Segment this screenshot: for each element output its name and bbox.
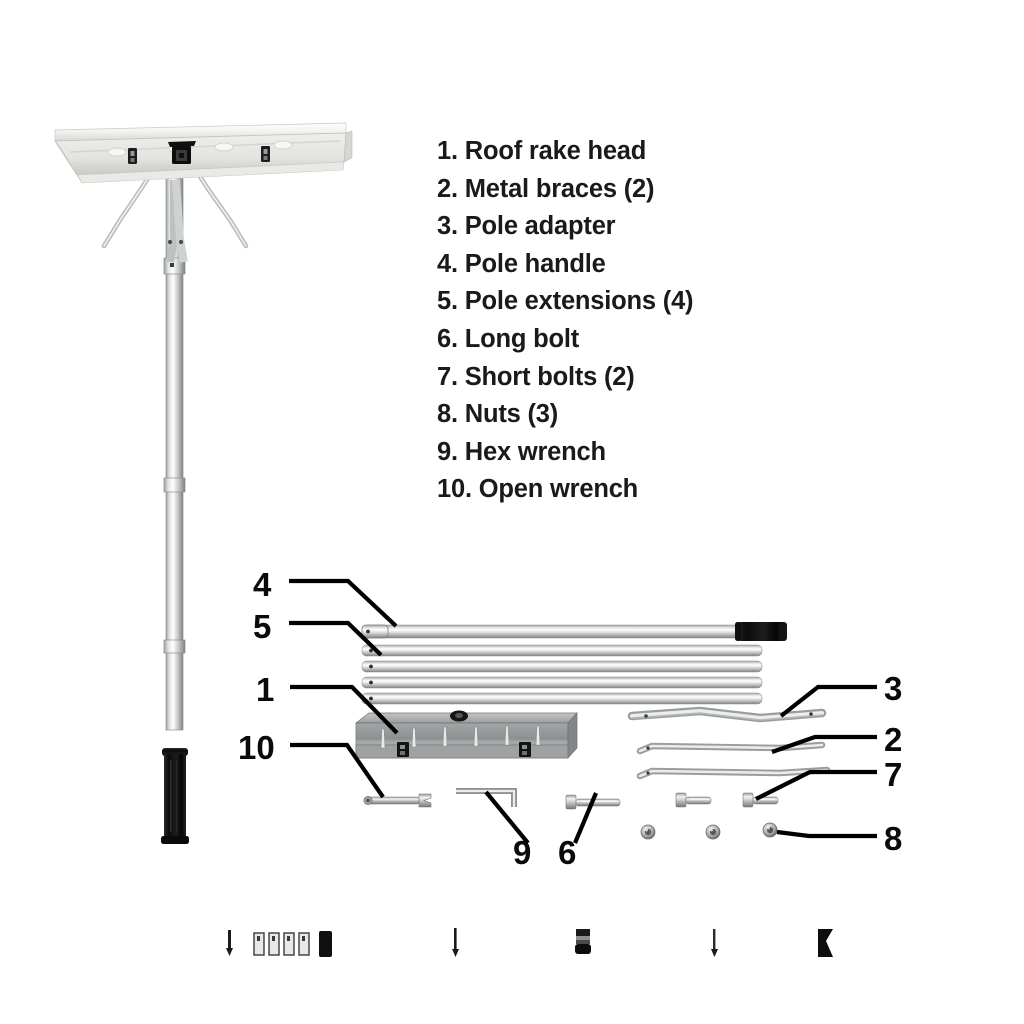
legend-item-5: 5. Pole extensions (4) — [437, 287, 694, 316]
callout-number-10: 10 — [238, 729, 275, 766]
callout-number-7: 7 — [884, 756, 903, 793]
callout-number-4: 4 — [253, 566, 272, 603]
part-short-bolts — [675, 792, 779, 808]
legend-item-8: 8. Nuts (3) — [437, 400, 559, 429]
assembly-metal-braces — [101, 172, 249, 263]
leader-line-1 — [290, 684, 399, 735]
legend-item-3: 3. Pole adapter — [437, 212, 616, 241]
legend-item-2: 2. Metal braces (2) — [437, 174, 655, 203]
callout-number-6: 6 — [558, 834, 577, 871]
rake-head-slots — [380, 725, 541, 749]
leader-line-4 — [289, 578, 398, 628]
part-rake-head — [354, 710, 578, 759]
callout-number-3: 3 — [884, 670, 903, 707]
callout-number-8: 8 — [884, 820, 903, 857]
callout-number-2: 2 — [884, 721, 903, 758]
thumb-grip — [818, 929, 833, 957]
assembly-rake-head — [54, 122, 353, 184]
pole-extension-4 — [361, 692, 763, 705]
callout-number-9: 9 — [513, 834, 532, 871]
pole-extension-2 — [361, 660, 763, 673]
pole-handle-grip — [735, 622, 787, 641]
metal-brace-1 — [636, 741, 826, 755]
thumb-pole — [452, 928, 459, 957]
thumb-grip-block — [319, 931, 332, 957]
leader-line-6 — [573, 792, 598, 844]
assembly-head-tabs — [107, 140, 293, 157]
leader-line-3 — [779, 684, 877, 718]
legend-item-4: 4. Pole handle — [437, 249, 606, 278]
pole-extension-3 — [361, 676, 763, 689]
leader-line-7 — [755, 769, 877, 801]
part-pole-handle — [361, 622, 787, 641]
legend-item-1: 1. Roof rake head — [437, 137, 647, 165]
part-pole-adapter — [627, 706, 827, 723]
assembly-head-fittings — [128, 146, 270, 164]
leader-line-10 — [290, 742, 385, 799]
part-pole-extensions — [361, 644, 763, 705]
part-nuts — [640, 822, 778, 840]
thumb-bolt-pin — [226, 930, 233, 956]
thumbnail-strip — [226, 928, 833, 957]
leader-line-8 — [776, 829, 877, 839]
leader-line-2 — [771, 734, 877, 754]
legend-item-6: 6. Long bolt — [437, 324, 580, 353]
leader-line-5 — [289, 620, 383, 657]
thumb-coupling — [575, 929, 591, 954]
nut-2 — [705, 824, 721, 840]
part-long-bolt — [565, 794, 621, 810]
nut-3 — [762, 822, 778, 838]
part-open-wrench — [363, 793, 432, 808]
assembly-pole — [163, 169, 186, 731]
callout-number-5: 5 — [253, 608, 272, 645]
thumb-four-extensions — [253, 932, 310, 956]
leader-lines — [289, 578, 877, 845]
assembly-center-bracket — [168, 141, 196, 164]
metal-brace-2 — [636, 766, 831, 780]
rake-head-mount — [450, 710, 468, 722]
short-bolt-1 — [675, 792, 712, 808]
legend-item-7: 7. Short bolts (2) — [437, 362, 635, 391]
legend-item-9: 9. Hex wrench — [437, 437, 606, 466]
short-bolt-2 — [742, 792, 779, 808]
part-metal-braces — [636, 741, 831, 780]
thumb-pin — [711, 929, 718, 957]
part-hex-wrench — [456, 788, 517, 807]
parts-legend: 1. Roof rake head 2. Metal braces (2) 3.… — [437, 133, 857, 509]
assembled-roof-rake — [54, 122, 353, 844]
assembly-grip — [161, 748, 189, 844]
legend-item-10: 10. Open wrench — [437, 475, 639, 504]
nut-1 — [640, 824, 656, 840]
callout-number-1: 1 — [256, 671, 275, 708]
pole-extension-1 — [361, 644, 763, 657]
